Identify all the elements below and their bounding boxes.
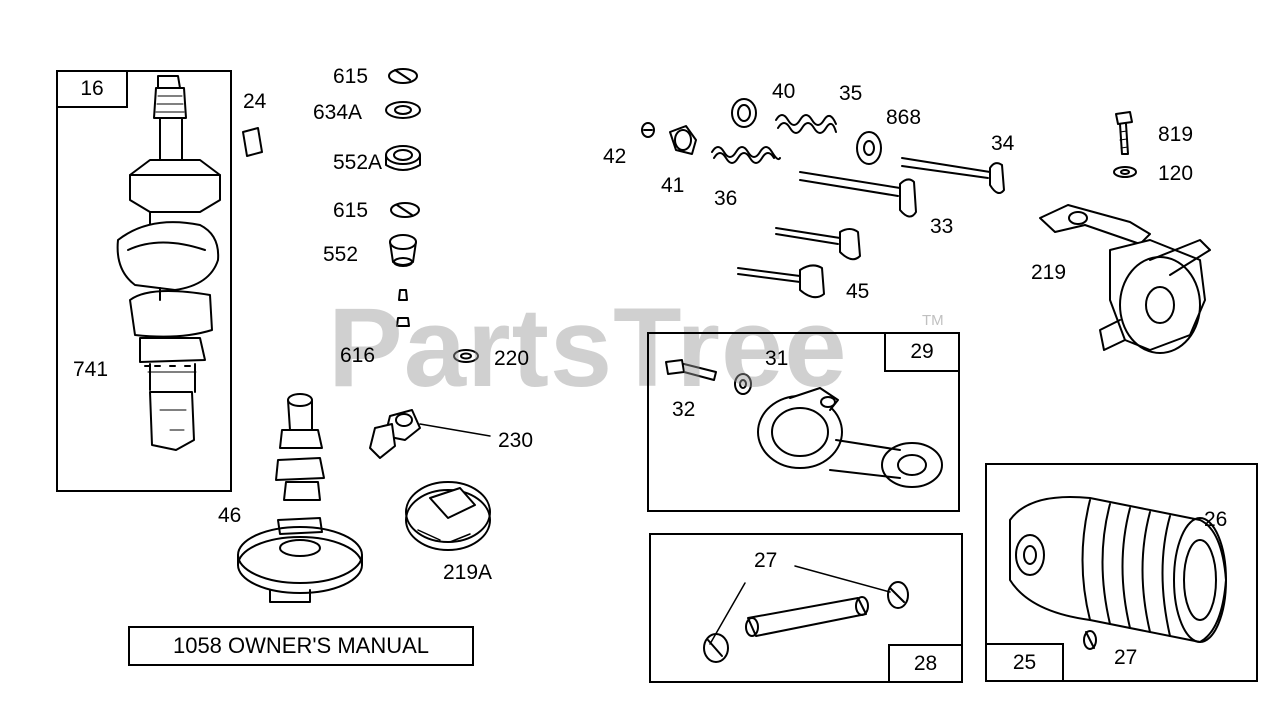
piston-box [985,463,1258,682]
valve-parts-drawing [641,98,882,165]
trademark-mark: TM [922,312,944,329]
breather-219-drawing [1039,204,1211,354]
part-label-634a: 634A [313,101,363,124]
box-number-piston: 25 [985,643,1064,682]
bolt-819-drawing [1113,111,1137,178]
part-label-33: 33 [930,215,954,238]
part-label-552: 552 [323,243,359,266]
part-label-219a: 219A [443,561,493,584]
part-label-120: 120 [1158,162,1194,185]
part-label-741: 741 [73,358,109,381]
key-24-drawing [242,127,263,157]
governor-crank-drawing [369,409,491,459]
part-label-36: 36 [714,187,738,210]
part-label-868: 868 [886,106,922,129]
cam-219a-drawing [405,481,491,551]
crankshaft-box [56,70,232,492]
box-number-crankshaft: 16 [56,70,128,108]
part-label-41: 41 [661,174,685,197]
box-number-connecting-rod: 29 [884,332,960,372]
crankshaft-drawing [116,75,221,451]
parts-tree-watermark: PartsTree [328,285,848,410]
part-label-32: 32 [672,398,696,421]
part-label-615-top: 615 [333,65,369,88]
box-number-piston-pin: 28 [888,644,963,683]
part-label-220: 220 [494,347,530,370]
connecting-rod-drawing [665,359,943,488]
piston-pin-drawing [703,565,909,663]
owners-manual-label: 1058 OWNER'S MANUAL [128,626,474,666]
governor-parts-drawing [385,68,479,363]
part-label-27-pin: 27 [754,549,778,572]
part-label-616: 616 [340,344,376,367]
part-label-24: 24 [243,90,267,113]
part-label-26: 26 [1204,508,1228,531]
part-label-40: 40 [772,80,796,103]
part-label-34: 34 [991,132,1015,155]
piston-pin-box [649,533,963,683]
part-label-552a: 552A [333,151,383,174]
part-label-230: 230 [498,429,534,452]
part-label-615-lower: 615 [333,199,369,222]
part-label-35: 35 [839,82,863,105]
piston-drawing [1009,495,1227,650]
part-label-42: 42 [603,145,627,168]
part-label-27-piston: 27 [1114,646,1138,669]
cam-gear-drawing [237,393,363,603]
part-label-219: 219 [1031,261,1067,284]
part-label-45: 45 [846,280,870,303]
part-label-31: 31 [765,347,789,370]
part-label-819: 819 [1158,123,1194,146]
valves-drawing [737,157,1005,299]
connecting-rod-box [647,332,960,512]
part-label-46: 46 [218,504,242,527]
